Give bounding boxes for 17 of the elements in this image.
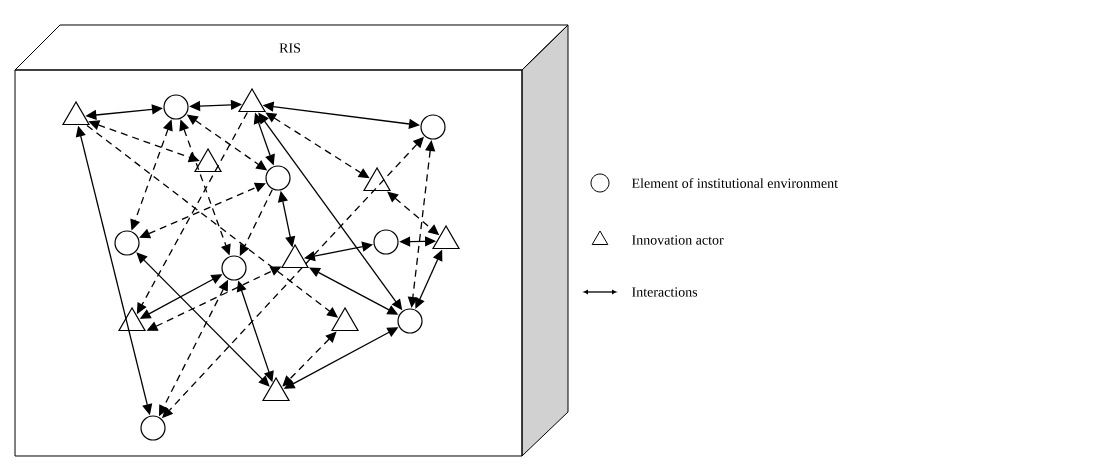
circle-node xyxy=(420,114,446,140)
legend-item: Element of institutional environment xyxy=(590,173,838,193)
circle-node xyxy=(163,94,189,120)
arrow xyxy=(265,112,370,179)
circle-node xyxy=(373,229,399,255)
arrow xyxy=(136,252,270,387)
legend-item: Innovation actor xyxy=(591,230,724,245)
circle-node xyxy=(221,255,247,281)
circle-node xyxy=(397,308,423,334)
circle-node xyxy=(114,230,140,256)
circle-node xyxy=(140,415,166,441)
cube-box: RIS xyxy=(14,24,569,457)
circle-node xyxy=(265,165,291,191)
arrow xyxy=(139,182,266,239)
legend-item: Interactions xyxy=(583,287,698,297)
arrow xyxy=(282,331,337,387)
node-label: RIS xyxy=(279,43,301,53)
